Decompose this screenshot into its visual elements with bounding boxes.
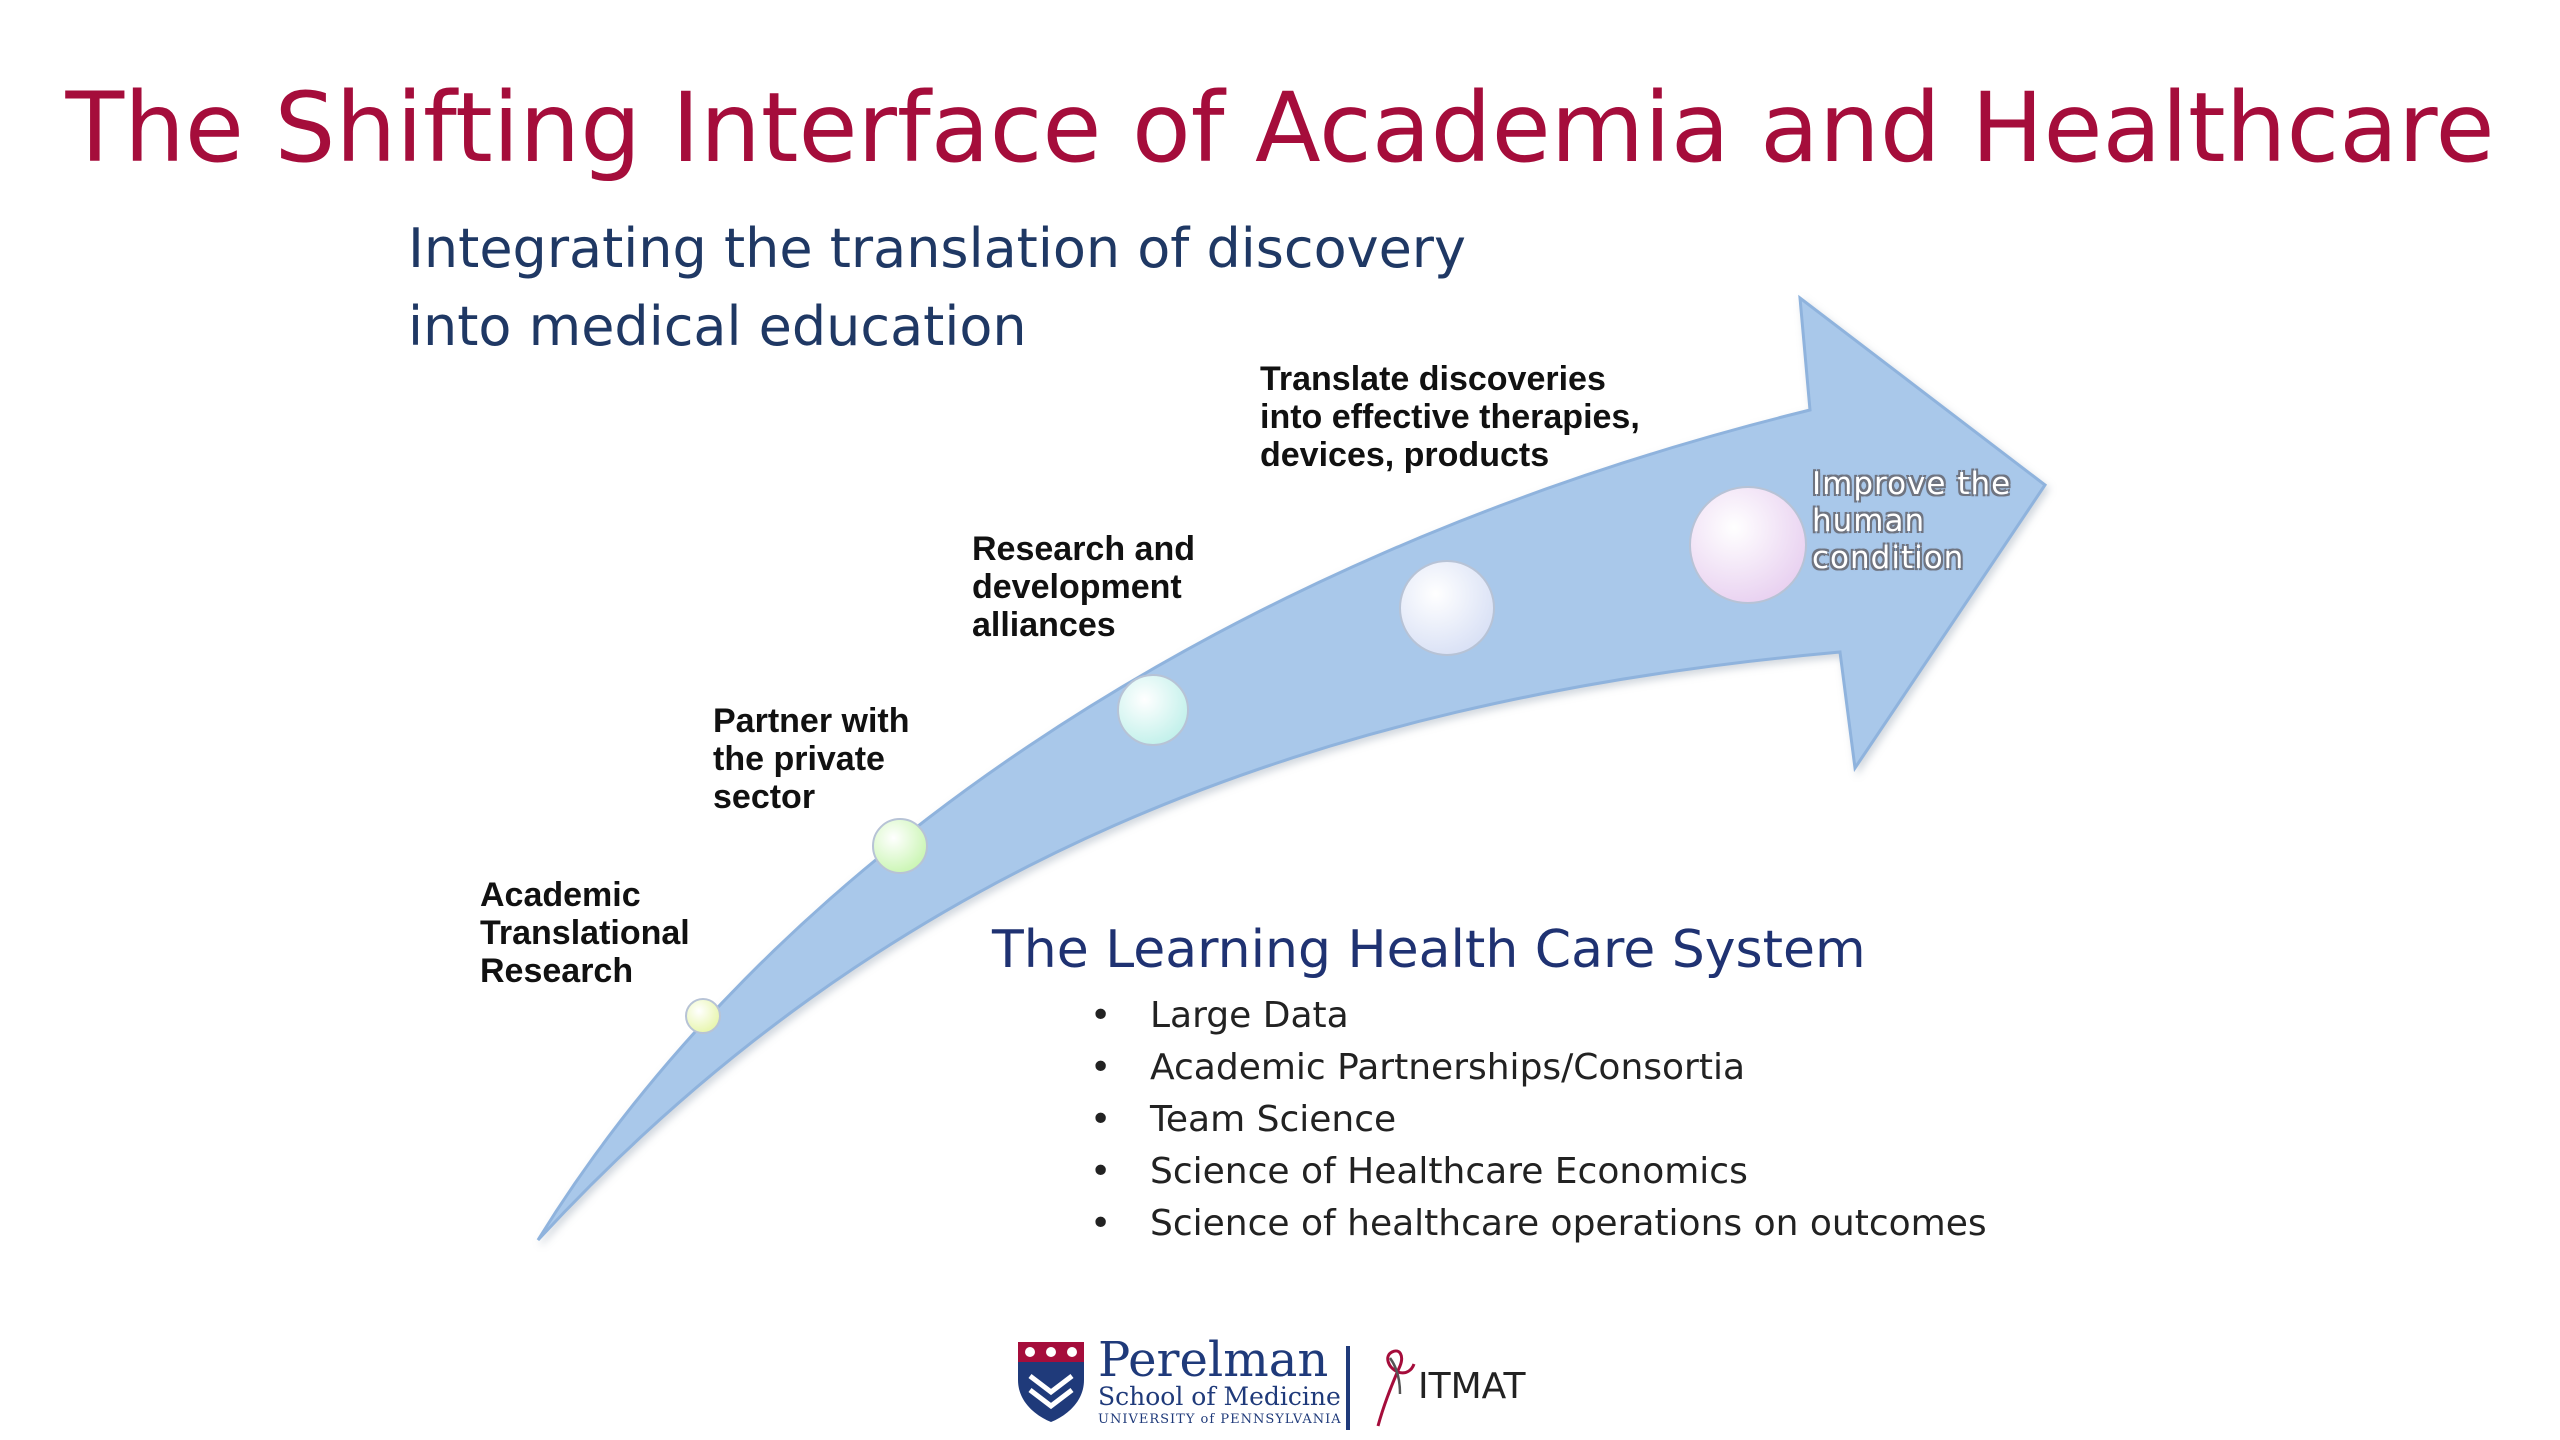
slide-subtitle: Integrating the translation of discovery…: [408, 210, 1466, 366]
logo-divider: [1346, 1346, 1350, 1430]
step-circle-5: [1689, 486, 1807, 604]
curved-arrow-shape: [536, 294, 2048, 1242]
step-circle-2: [872, 818, 928, 874]
subtitle-line-2: into medical education: [408, 295, 1027, 358]
logo-school: School of Medicine: [1098, 1382, 1341, 1411]
logo-university: UNIVERSITY of PENNSYLVANIA: [1098, 1412, 1342, 1427]
itmat-logo-icon: [1376, 1349, 1416, 1427]
step-label-5: Improve the human condition: [1812, 466, 2012, 576]
subtitle-line-1: Integrating the translation of discovery: [408, 217, 1466, 280]
logo-name: Perelman: [1098, 1332, 1329, 1388]
list-item: •Academic Partnerships/Consortia: [1090, 1042, 1987, 1094]
bullet-glyph: •: [1090, 995, 1112, 1036]
step-circle-1: [685, 998, 721, 1034]
list-item: •Science of Healthcare Economics: [1090, 1146, 1987, 1198]
step-label-2: Partner with the private sector: [713, 702, 910, 816]
list-item: •Science of healthcare operations on out…: [1090, 1198, 1987, 1250]
bullet-glyph: •: [1090, 1203, 1112, 1244]
penn-shield-icon: [1018, 1342, 1084, 1422]
learning-health-title: The Learning Health Care System: [992, 920, 1866, 980]
learning-health-list: •Large Data •Academic Partnerships/Conso…: [1090, 990, 1987, 1250]
step-circle-3: [1117, 674, 1189, 746]
step-label-3: Research and development alliances: [972, 530, 1195, 644]
bullet-glyph: •: [1090, 1047, 1112, 1088]
footer-logos: Perelman School of Medicine UNIVERSITY o…: [1016, 1332, 1556, 1436]
list-item: •Large Data: [1090, 990, 1987, 1042]
step-label-4: Translate discoveries into effective the…: [1260, 360, 1640, 474]
slide-title: The Shifting Interface of Academia and H…: [65, 72, 2495, 184]
list-item: •Team Science: [1090, 1094, 1987, 1146]
partner-name: ITMAT: [1418, 1366, 1526, 1407]
step-label-1: Academic Translational Research: [480, 876, 690, 990]
bullet-glyph: •: [1090, 1099, 1112, 1140]
step-circle-4: [1399, 560, 1495, 656]
bullet-glyph: •: [1090, 1151, 1112, 1192]
